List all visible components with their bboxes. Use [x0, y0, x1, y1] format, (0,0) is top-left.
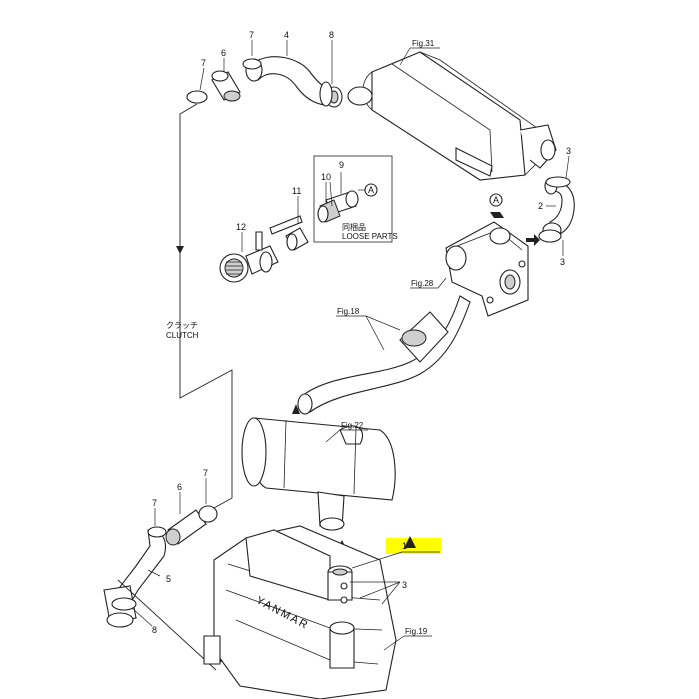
pipe-6-bottom: [165, 509, 207, 546]
clamp-3-upper: [545, 176, 571, 188]
heat-exchanger-fig22: [241, 417, 396, 531]
fig31-label: Fig.31: [412, 39, 435, 48]
callout-7-bottom-right: 7: [203, 468, 208, 478]
exhaust-pipe-fig18: [297, 295, 471, 415]
callout-7-top: 7: [249, 30, 254, 40]
clamp-7-top-right: [242, 58, 262, 70]
clamp-8-bottom: [111, 597, 137, 611]
fig22-label: Fig.22: [341, 421, 364, 430]
callout-5: 5: [166, 574, 171, 584]
flow-line-bottom: [117, 579, 217, 671]
callout-9: 9: [339, 160, 344, 170]
clamp-8-top: [319, 81, 333, 107]
loose-parts-en: LOOSE PARTS: [342, 232, 398, 241]
pipe-6-top: [211, 70, 241, 102]
flow-arrow-clutch: [176, 246, 184, 254]
flow-arrow-a: [490, 212, 504, 218]
clutch-label-en: CLUTCH: [166, 331, 199, 340]
callout-6-top: 6: [221, 48, 226, 58]
connector-a-bottom: [489, 193, 503, 207]
fig18-label: Fig.18: [337, 307, 360, 316]
fig19-label: Fig.19: [405, 627, 428, 636]
callout-12: 12: [236, 222, 246, 232]
engine-fig19: [203, 525, 397, 699]
clutch-label-jp: クラッチ: [166, 321, 198, 330]
connector-a-top-label: A: [368, 185, 374, 195]
callout-4: 4: [284, 30, 289, 40]
clamp-7-top-left: [186, 90, 208, 104]
callout-8-top: 8: [329, 30, 334, 40]
strainer-12: [219, 231, 279, 283]
connector-a-bottom-label: A: [493, 195, 499, 205]
clamp-7-bottom-left: [147, 526, 167, 538]
loose-parts-box: [313, 155, 393, 243]
flow-line-clutch: [179, 103, 233, 509]
callout-11: 11: [292, 186, 301, 196]
callout-3-upper: 3: [566, 146, 571, 156]
flow-arrow-right: [526, 234, 540, 246]
hose-5: [103, 529, 166, 628]
callout-8-bottom: 8: [152, 625, 157, 635]
fitting-10: [317, 199, 341, 223]
callout-3-lower: 3: [560, 257, 565, 267]
flow-arrow-lower: [404, 536, 416, 548]
fig28-label: Fig.28: [411, 279, 434, 288]
callout-10: 10: [321, 172, 331, 182]
drain-cock-11: [269, 215, 309, 251]
connector-a-top: [364, 183, 378, 197]
callout-2: 2: [538, 201, 543, 211]
flow-arrow-fig18: [292, 404, 300, 414]
clamp-3-lower: [538, 229, 562, 243]
callout-7-bottom-left: 7: [152, 498, 157, 508]
callout-3-engine: 3: [402, 580, 407, 590]
loose-parts-jp: 同梱品: [342, 222, 366, 232]
clamp-7-bottom-right: [198, 505, 218, 523]
muffler-fig31: [347, 51, 557, 181]
callout-6-bottom: 6: [177, 482, 182, 492]
exhaust-elbow-fig28: [445, 221, 529, 317]
callout-7-left: 7: [201, 58, 206, 68]
callout-1: 1: [402, 541, 407, 551]
